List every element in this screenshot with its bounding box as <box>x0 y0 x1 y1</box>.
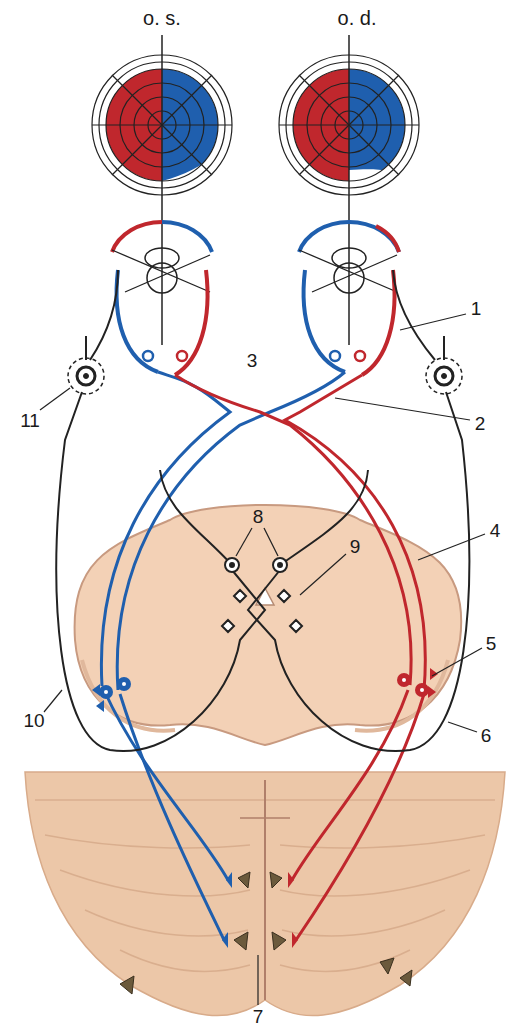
visual-field-left <box>90 55 232 195</box>
callout-number: 2 <box>475 414 486 433</box>
ciliary-ganglion <box>68 358 462 394</box>
callout-number: 5 <box>486 634 497 653</box>
callout-number: 8 <box>253 507 264 526</box>
callout-number: 9 <box>350 537 361 556</box>
optic-fibers <box>101 372 425 940</box>
callout-number: 3 <box>247 351 258 370</box>
heading-label: o. s. <box>143 8 181 28</box>
eye-right <box>299 222 435 375</box>
callout-number: 7 <box>253 1007 264 1026</box>
callout-number: 10 <box>23 711 44 730</box>
callout-number: 6 <box>481 726 492 745</box>
pupillary-pathway <box>56 336 469 751</box>
heading-label: o. d. <box>338 8 377 28</box>
midbrain <box>75 505 462 745</box>
occipital-cortex <box>25 772 505 1016</box>
callout-number: 1 <box>471 299 482 318</box>
axis-line <box>161 35 163 345</box>
callout-number: 11 <box>20 411 40 430</box>
leader-lines <box>40 314 485 1005</box>
callout-number: 4 <box>490 521 501 540</box>
eye-left <box>90 222 212 375</box>
axis-line <box>348 35 350 345</box>
cortical-neurons <box>120 872 412 994</box>
geniculate-neurons <box>92 668 438 712</box>
